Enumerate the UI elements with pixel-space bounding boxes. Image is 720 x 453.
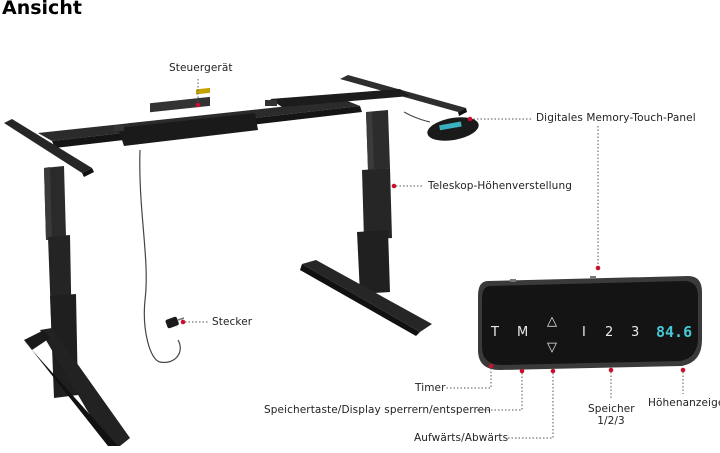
control-panel: T M △ ▽ I 2 3 84.6: [478, 276, 702, 370]
label-teleskop: Teleskop-Höhenverstellung: [428, 180, 572, 192]
down-arrow-icon[interactable]: ▽: [547, 340, 557, 355]
page-title: Ansicht: [2, 0, 82, 19]
label-speicher: Speicher 1/2/3: [588, 403, 635, 427]
plug-icon: [165, 316, 185, 329]
memory-2-button[interactable]: 2: [605, 325, 613, 340]
small-memory-panel: [427, 117, 479, 141]
label-memory-panel: Digitales Memory-Touch-Panel: [536, 112, 696, 124]
timer-button[interactable]: T: [490, 325, 499, 340]
memory-3-button[interactable]: 3: [631, 325, 639, 340]
label-aufwaerts: Aufwärts/Abwärts: [414, 432, 509, 444]
memory-set-button[interactable]: M: [517, 325, 528, 340]
callout-lines: [185, 79, 684, 439]
memory-1-button[interactable]: I: [582, 325, 586, 340]
label-timer: Timer: [415, 382, 446, 394]
up-arrow-icon[interactable]: △: [547, 314, 557, 329]
label-stecker: Stecker: [212, 316, 253, 328]
label-speicher-line2: 1/2/3: [597, 415, 625, 427]
label-steuergeraet: Steuergerät: [169, 62, 233, 74]
label-hoehenanzeige: Höhenanzeige: [648, 397, 720, 409]
label-speicher-line1: Speicher: [588, 403, 635, 415]
height-display: 84.6: [656, 323, 692, 341]
callout-dots: [180, 102, 686, 374]
label-speichertaste: Speichertaste/Display sperrern/entsperre…: [264, 404, 491, 416]
desk-frame: [4, 75, 479, 446]
